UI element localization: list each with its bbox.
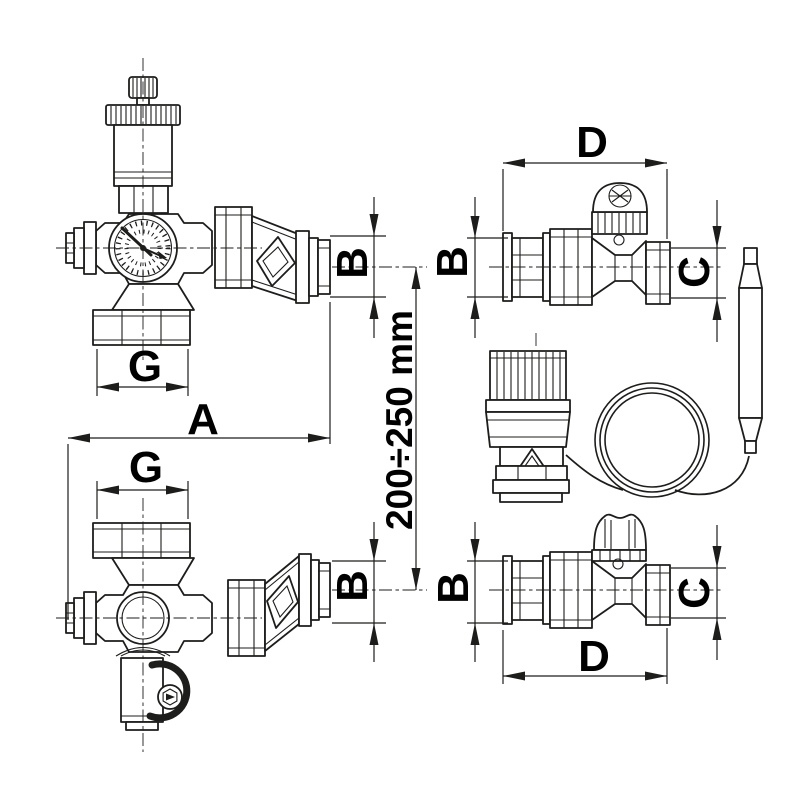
union-nut (214, 206, 253, 289)
capillary-coil (565, 382, 750, 498)
head-knob (489, 350, 567, 401)
dim-label-c-bottom: C (670, 577, 719, 609)
handwheel-cap-icon (591, 182, 648, 246)
dim-label-d-top: D (576, 118, 608, 167)
head-nut (495, 465, 568, 481)
remote-sensor-probe (738, 247, 763, 454)
valve-body (591, 237, 647, 298)
upper-neck (111, 557, 195, 586)
dim-label-d-bottom: D (578, 632, 610, 681)
drain-cock (115, 646, 191, 731)
assembly-drain-valve (65, 522, 331, 731)
dim-label-a: A (187, 395, 219, 444)
union-nut-right (645, 564, 671, 626)
union-nut-right (645, 241, 671, 305)
centerlines (56, 58, 724, 752)
dim-label-b-bottom-right: B (429, 572, 478, 604)
thermostatic-head (485, 350, 571, 503)
top-connection-nut (92, 522, 191, 559)
angled-tailpiece (251, 215, 331, 304)
lockshield-dome-cap-icon (591, 513, 647, 570)
dim-label-b-top-left: B (328, 247, 377, 279)
dim-label-b-top-right: B (428, 246, 477, 278)
valve-body (591, 560, 647, 621)
assembly-air-vent-valve (65, 76, 331, 346)
dim-label-c-top: C (670, 256, 719, 288)
valve-body-lower-neck (111, 283, 195, 311)
dim-label-b-bottom-left: B (328, 570, 377, 602)
head-base-ring (499, 492, 563, 503)
head-ring (485, 399, 571, 413)
dim-label-center-distance: 200÷250 mm (379, 310, 420, 530)
head-collar (492, 479, 570, 494)
dim-label-g-bottom: G (129, 443, 163, 492)
valve-straight-top (502, 182, 671, 306)
angled-tailpiece (264, 553, 331, 652)
hose-curl (146, 660, 191, 722)
dim-label-g-top: G (128, 342, 162, 391)
bottom-connection-nut (92, 309, 191, 346)
dimension-arrowheads (68, 158, 722, 681)
valve-straight-bottom (502, 513, 671, 629)
head-skirt (485, 411, 571, 448)
dimensions: G G A D D B B B B C C 200÷250 mm (67, 118, 726, 684)
